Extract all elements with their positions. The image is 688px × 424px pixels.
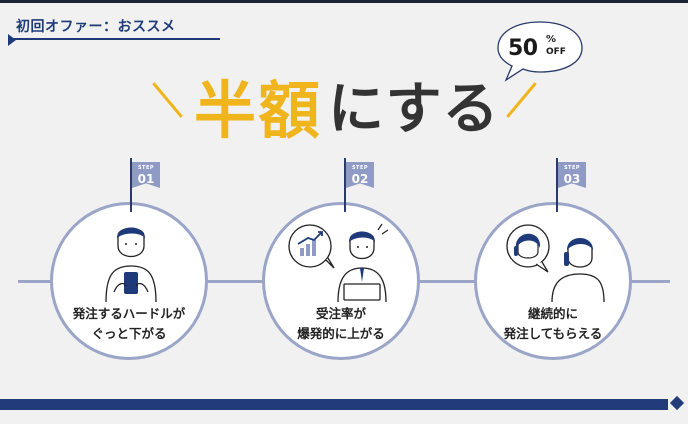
step-2: STEP 02 受注率が 爆発的に上がる [262,150,442,360]
growth-chart-businessman-icon [288,223,389,302]
step-caption: 受注率が 爆発的に上がる [262,304,420,344]
phone-call-icon [506,224,605,302]
step-3: STEP 03 継続的に 発注してもらえる [474,150,654,360]
offer-tag-underline [12,38,220,40]
badge-off: OFF [546,47,566,57]
offer-tag-label: 初回オファー：おススメ [16,19,176,35]
step-flag-number: 03 [563,172,581,186]
right-accent-slash [506,82,537,118]
step-caption-line1: 発注するハードルが [72,306,186,321]
left-accent-slash [152,82,183,118]
step-flag-label: STEP [137,165,155,171]
flag-pole [344,158,346,212]
step-circle [474,202,632,360]
step-caption-line1: 継続的に [527,306,578,321]
step-caption-line2: ぐっと下がる [91,326,167,341]
step-flag-number: 02 [351,172,369,186]
person-smartphone-icon [105,227,157,302]
speech-bubble-icon [497,21,583,82]
badge-number: 50 [508,36,538,61]
badge-percent: % [546,34,557,45]
headline-highlight: 半額 [194,74,323,147]
headline: 半額 にする [0,56,688,147]
step-caption-line1: 受注率が [315,306,366,321]
step-caption: 継続的に 発注してもらえる [474,304,632,344]
step-flag-label: STEP [563,165,581,171]
step-flag-label: STEP [351,165,369,171]
step-caption-line2: 発注してもらえる [503,326,603,341]
offer-tag-triangle-icon [8,34,16,46]
diamond-icon [669,395,685,411]
flag-pole [130,158,132,212]
top-border [0,0,688,3]
step-caption: 発注するハードルが ぐっと下がる [50,304,208,344]
flag-pole [556,158,558,212]
step-1: STEP 01 発注するハードルが ぐっと下がる [50,150,230,360]
headline-rest: にする [328,77,500,142]
bottom-bar [0,399,668,410]
step-caption-line2: 爆発的に上がる [297,326,385,341]
step-flag-number: 01 [137,172,155,186]
